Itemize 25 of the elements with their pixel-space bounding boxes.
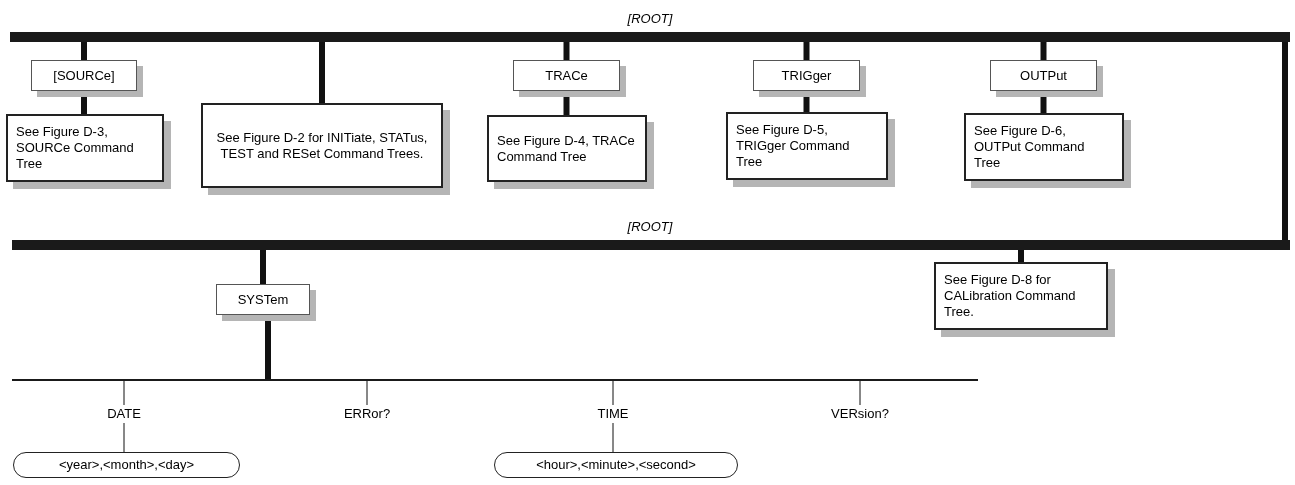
connector-line [260,250,266,284]
connector-line [1018,250,1024,262]
root-bus-bar [12,240,1290,250]
command-label: TIME [583,405,643,423]
connector-line [612,422,614,453]
connector-line [612,380,614,406]
root-label: [ROOT] [626,220,674,233]
parameter-pill: <year>,<month>,<day> [13,452,240,478]
command-label: ERRor? [332,405,402,423]
connector-line [859,380,861,406]
connector-line [563,42,570,60]
root-label: [ROOT] [626,12,674,25]
connector-line [319,42,325,103]
connector-line [81,42,87,60]
root-bus-bar [10,32,1290,42]
branch-line [12,379,978,381]
parameter-pill: <hour>,<minute>,<second> [494,452,738,478]
connector-line [123,422,125,453]
connector-line [803,42,810,60]
connector-line [123,380,125,406]
command-label: VERsion? [820,405,900,423]
connector-line [1282,42,1288,240]
connector-line [1040,42,1047,60]
connector-line [366,380,368,406]
command-label: DATE [94,405,154,423]
